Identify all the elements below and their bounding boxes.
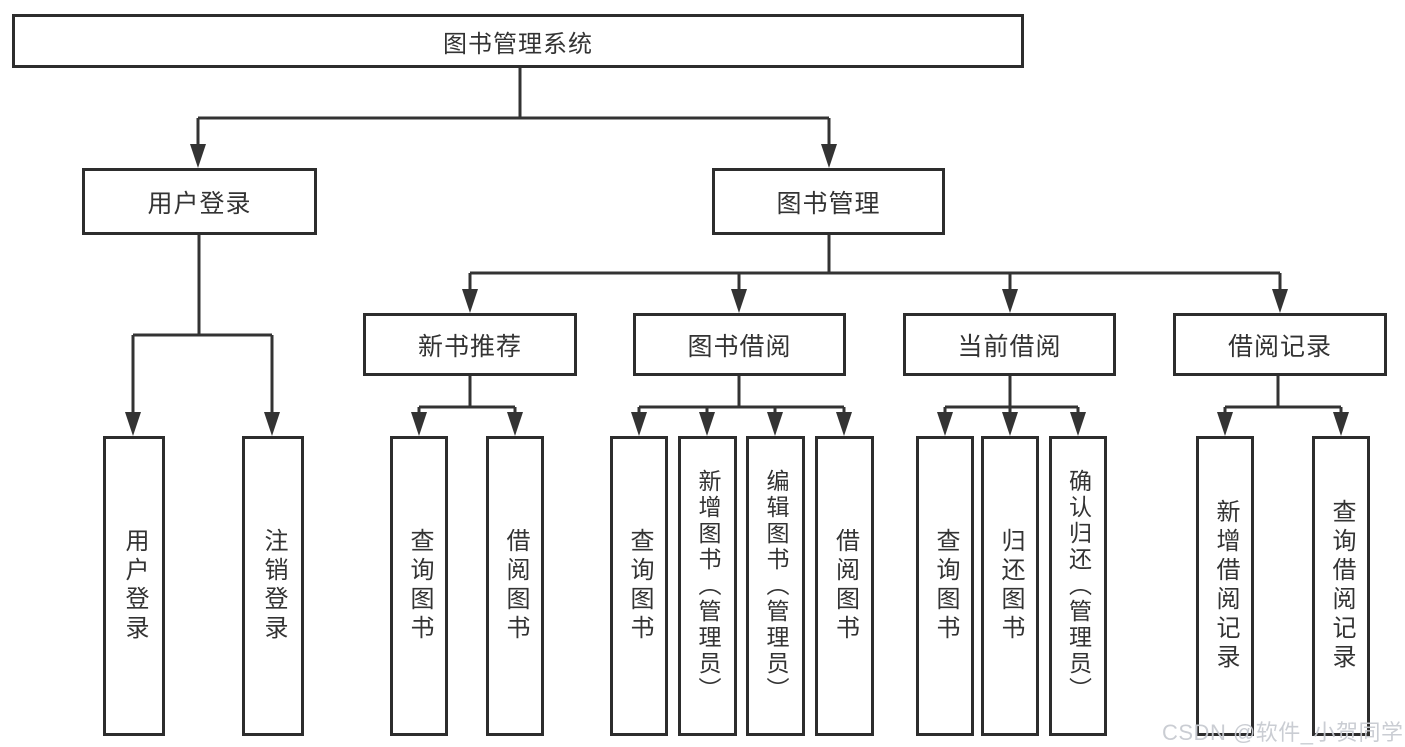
arrowhead-icon bbox=[631, 412, 647, 436]
node-add-book: 新增图书（管理员） bbox=[678, 436, 737, 736]
node-borrow-book-1: 借阅图书 bbox=[486, 436, 544, 736]
csdn-watermark: CSDN @软件_小贺同学 bbox=[1162, 720, 1404, 745]
node-label: 借阅图书 bbox=[831, 528, 859, 644]
node-label: 注销登录 bbox=[260, 528, 287, 644]
node-query-book-2: 查询图书 bbox=[610, 436, 668, 736]
node-label: 新增借阅记录 bbox=[1212, 499, 1239, 673]
node-user-login-leaf: 用户登录 bbox=[103, 436, 165, 736]
node-query-book-3: 查询图书 bbox=[916, 436, 974, 736]
node-borrow-book-2: 借阅图书 bbox=[815, 436, 874, 736]
edge-borrow-records-to-children bbox=[1217, 376, 1349, 436]
node-book-mgmt: 图书管理 bbox=[712, 168, 945, 235]
node-label: 查询图书 bbox=[932, 528, 959, 644]
edge-current-borrow-to-children bbox=[937, 376, 1086, 436]
node-new-book-rec: 新书推荐 bbox=[363, 313, 577, 376]
edge-book-mgmt-to-level3 bbox=[462, 234, 1288, 313]
arrowhead-icon bbox=[1333, 412, 1349, 436]
node-label: 查询图书 bbox=[406, 528, 433, 644]
edge-new-book-rec-to-children bbox=[411, 376, 523, 436]
node-label: 借阅图书 bbox=[502, 528, 529, 644]
arrowhead-icon bbox=[1070, 412, 1086, 436]
node-label: 编辑图书（管理员） bbox=[763, 469, 789, 703]
arrowhead-icon bbox=[1217, 412, 1233, 436]
node-current-borrow: 当前借阅 bbox=[903, 313, 1116, 376]
node-root: 图书管理系统 bbox=[12, 14, 1024, 68]
edge-user-login-to-children bbox=[125, 234, 280, 436]
node-label: 查询借阅记录 bbox=[1328, 499, 1355, 673]
arrowhead-icon bbox=[937, 412, 953, 436]
arrowhead-icon bbox=[462, 289, 478, 313]
arrowhead-icon bbox=[507, 412, 523, 436]
node-label: 新增图书（管理员） bbox=[695, 469, 721, 703]
node-book-borrow: 图书借阅 bbox=[633, 313, 846, 376]
node-label: 用户登录 bbox=[121, 528, 148, 644]
node-confirm-return: 确认归还（管理员） bbox=[1049, 436, 1107, 736]
arrowhead-icon bbox=[731, 289, 747, 313]
node-borrow-records: 借阅记录 bbox=[1173, 313, 1387, 376]
node-label: 确认归还（管理员） bbox=[1065, 469, 1092, 703]
arrowhead-icon bbox=[699, 412, 715, 436]
arrowhead-icon bbox=[767, 412, 783, 436]
node-query-borrow-record: 查询借阅记录 bbox=[1312, 436, 1370, 736]
arrowhead-icon bbox=[821, 144, 837, 168]
arrowhead-icon bbox=[264, 412, 280, 436]
node-label: 归还图书 bbox=[997, 528, 1024, 644]
node-label: 查询图书 bbox=[626, 528, 653, 644]
arrowhead-icon bbox=[1272, 289, 1288, 313]
arrowhead-icon bbox=[190, 144, 206, 168]
node-user-login: 用户登录 bbox=[82, 168, 317, 235]
edge-root-to-level2 bbox=[190, 68, 837, 168]
arrowhead-icon bbox=[1002, 412, 1018, 436]
arrowhead-icon bbox=[411, 412, 427, 436]
node-edit-book: 编辑图书（管理员） bbox=[746, 436, 805, 736]
arrowhead-icon bbox=[125, 412, 141, 436]
node-add-borrow-record: 新增借阅记录 bbox=[1196, 436, 1254, 736]
arrowhead-icon bbox=[1002, 289, 1018, 313]
node-return-book: 归还图书 bbox=[981, 436, 1039, 736]
arrowhead-icon bbox=[836, 412, 852, 436]
node-query-book-1: 查询图书 bbox=[390, 436, 448, 736]
node-logout-leaf: 注销登录 bbox=[242, 436, 304, 736]
edge-book-borrow-to-children bbox=[631, 376, 852, 436]
